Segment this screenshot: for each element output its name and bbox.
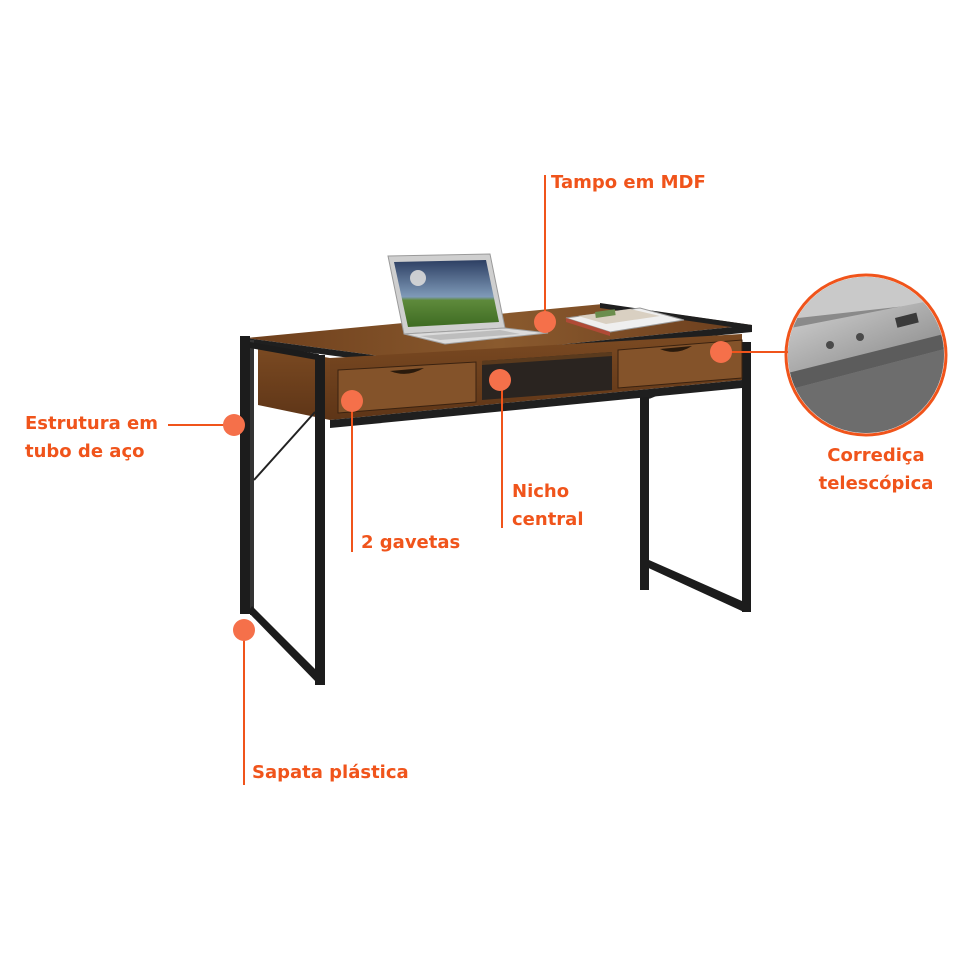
books: [565, 307, 685, 336]
gavetas-label: 2 gavetas: [361, 532, 461, 553]
dot-gavetas: [341, 390, 363, 412]
estrutura-label-line1: Estrutura em: [25, 413, 158, 434]
callout-dots: [223, 311, 732, 641]
nicho-label-line1: Nicho: [512, 481, 570, 502]
dot-tampo: [534, 311, 556, 333]
leader-lines: [168, 175, 788, 785]
nicho-label: Nicho central: [512, 478, 584, 534]
central-niche: [482, 352, 612, 400]
dot-nicho: [489, 369, 511, 391]
estrutura-label: Estrutura em tubo de aço: [25, 410, 158, 466]
drawer-box: [258, 334, 743, 428]
dot-estrutura: [223, 414, 245, 436]
left-leg-frame: [240, 336, 325, 685]
tampo-label: Tampo em MDF: [551, 172, 706, 193]
right-drawer-handle: [660, 346, 692, 352]
laptop: [387, 253, 549, 345]
dot-corredica: [710, 341, 732, 363]
corredica-label-line1: Corrediça: [827, 445, 925, 466]
sapata-label: Sapata plástica: [252, 762, 409, 783]
estrutura-label-line2: tubo de aço: [25, 441, 145, 462]
nicho-label-line2: central: [512, 509, 584, 530]
corredica-label: Corrediça telescópica: [812, 442, 940, 498]
left-drawer: [337, 361, 477, 414]
telescopic-slide-detail: [784, 273, 948, 437]
corredica-label-line2: telescópica: [818, 473, 934, 494]
left-drawer-handle: [390, 368, 424, 374]
dot-sapata: [233, 619, 255, 641]
